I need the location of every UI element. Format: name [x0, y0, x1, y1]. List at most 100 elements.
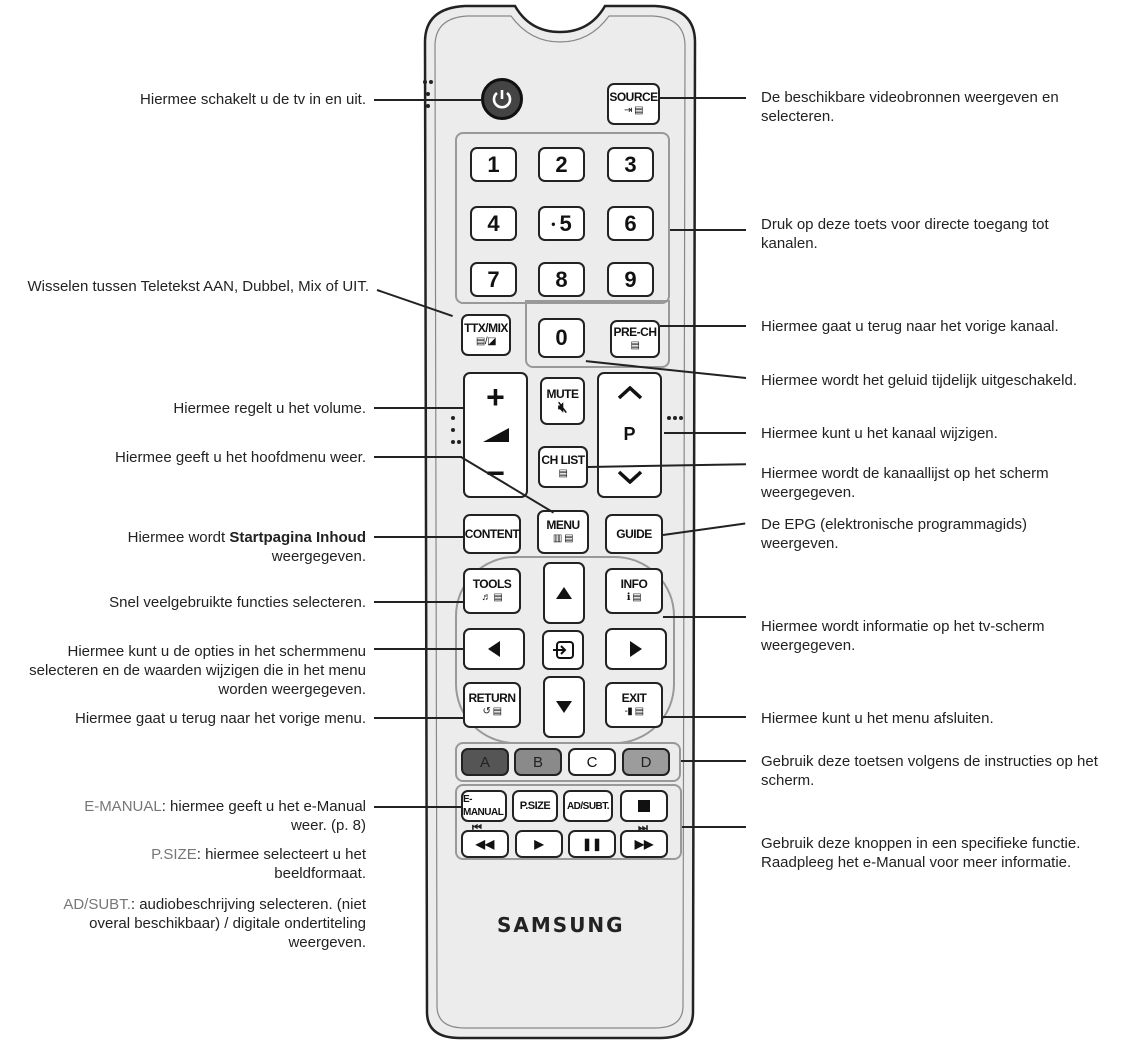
leader-colors: [681, 760, 746, 762]
color-key-d[interactable]: D: [622, 748, 670, 776]
leader-menu: [374, 456, 462, 458]
channel-down-icon: [617, 470, 642, 484]
leader-return: [374, 717, 464, 719]
label-ttx: Wisselen tussen Teletekst AAN, Dubbel, M…: [27, 278, 369, 295]
leader-function: [374, 806, 462, 808]
enter-button[interactable]: [542, 630, 584, 670]
label-numbers: Druk op deze toets voor directe toegang …: [761, 216, 1049, 252]
fast-forward-icon: ▶▶: [634, 837, 654, 851]
leader-info: [663, 616, 746, 618]
return-icon: ↺ ▤: [482, 706, 502, 717]
leader-exit: [663, 716, 746, 718]
pre-ch-button[interactable]: PRE-CH▤: [610, 320, 660, 358]
label-tools: Snel veelgebruikte functies selecteren.: [109, 594, 366, 611]
samsung-logo: SAMSUNG: [497, 913, 625, 937]
leader-tools: [374, 601, 464, 603]
menu-grid-icon: ▥ ▤: [552, 533, 574, 544]
next-track-icon: ⏭: [638, 822, 648, 834]
previous-track-icon: ⏮: [472, 822, 482, 834]
source-button[interactable]: SOURCE ⇥ ▤: [607, 83, 660, 125]
leader-prech: [660, 325, 746, 327]
prech-zero-group: [525, 300, 670, 368]
label-psize: P.SIZE: hiermee selecteert u het beeldfo…: [151, 846, 366, 882]
exit-button[interactable]: EXIT-▮ ▤: [605, 682, 663, 728]
tools-icon: ♬ ▤: [481, 592, 503, 603]
source-icon: ⇥ ▤: [623, 105, 644, 116]
channel-rocker[interactable]: P: [597, 372, 662, 498]
label-mute: Hiermee wordt het geluid tijdelijk uitge…: [761, 372, 1077, 389]
pause-button[interactable]: ❚❚: [568, 830, 616, 858]
left-arrow-button[interactable]: [463, 628, 525, 670]
leader-source: [660, 97, 746, 99]
p-size-button[interactable]: P.SIZE: [512, 790, 558, 822]
key-1[interactable]: 1: [470, 147, 517, 182]
stop-button[interactable]: [620, 790, 668, 822]
leader-media: [682, 826, 746, 828]
color-key-a[interactable]: A: [461, 748, 509, 776]
exit-icon: -▮ ▤: [624, 706, 644, 717]
label-emanual: E-MANUAL: hiermee geeft u het e-Manual w…: [84, 798, 366, 834]
ttx-mix-button[interactable]: TTX/MIX▤/◪: [461, 314, 511, 356]
function-keys-group: [455, 784, 682, 860]
up-arrow-button[interactable]: [543, 562, 585, 624]
fast-forward-button[interactable]: ▶▶: [620, 830, 668, 858]
power-icon: [492, 90, 512, 109]
label-power: Hiermee schakelt u de tv in en uit.: [140, 91, 366, 108]
rewind-button[interactable]: ◀◀: [461, 830, 509, 858]
mute-button[interactable]: MUTE🔇︎: [540, 377, 585, 425]
leader-content: [374, 536, 464, 538]
leader-channel: [664, 432, 746, 434]
key-2[interactable]: 2: [538, 147, 585, 182]
enter-icon: [553, 641, 574, 659]
power-button[interactable]: [481, 78, 523, 120]
key-6[interactable]: 6: [607, 206, 654, 241]
channel-up-icon: [617, 386, 642, 400]
rewind-icon: ◀◀: [475, 837, 495, 851]
play-icon: ▶: [534, 837, 544, 851]
label-media: Gebruik deze knoppen in een specifieke f…: [761, 835, 1081, 871]
key-9[interactable]: 9: [607, 262, 654, 297]
arrow-down-icon: [556, 701, 572, 713]
mute-icon: 🔇︎: [558, 399, 567, 416]
label-colors: Gebruik deze toetsen volgens de instruct…: [761, 753, 1098, 789]
color-key-c[interactable]: C: [568, 748, 616, 776]
label-info: Hiermee wordt informatie op het tv-scher…: [761, 618, 1045, 654]
e-manual-button[interactable]: E-MANUAL: [461, 790, 507, 822]
label-exit: Hiermee kunt u het menu afsluiten.: [761, 710, 994, 727]
key-0[interactable]: 0: [538, 318, 585, 358]
label-prech: Hiermee gaat u terug naar het vorige kan…: [761, 318, 1059, 335]
key-4[interactable]: 4: [470, 206, 517, 241]
label-adsubt: AD/SUBT.: audiobeschrijving selecteren. …: [63, 896, 366, 951]
volume-plus-icon: +: [486, 379, 505, 415]
content-button[interactable]: CONTENT: [463, 514, 521, 554]
play-button[interactable]: ▶: [515, 830, 563, 858]
label-arrows: Hiermee kunt u de opties in het schermme…: [29, 643, 366, 698]
color-keys-group: [455, 742, 681, 782]
down-arrow-button[interactable]: [543, 676, 585, 738]
teletext-icon: ▤/◪: [475, 336, 497, 347]
key-5[interactable]: •5: [538, 206, 585, 241]
key-8[interactable]: 8: [538, 262, 585, 297]
leader-numbers: [670, 229, 746, 231]
menu-button[interactable]: MENU▥ ▤: [537, 510, 589, 554]
return-button[interactable]: RETURN↺ ▤: [463, 682, 521, 728]
ad-subt-button[interactable]: AD/SUBT.: [563, 790, 613, 822]
number-pad-group: [455, 132, 670, 304]
right-arrow-button[interactable]: [605, 628, 667, 670]
guide-button[interactable]: GUIDE: [605, 514, 663, 554]
label-return: Hiermee gaat u terug naar het vorige men…: [75, 710, 366, 727]
tools-button[interactable]: TOOLS♬ ▤: [463, 568, 521, 614]
key-3[interactable]: 3: [607, 147, 654, 182]
color-key-b[interactable]: B: [514, 748, 562, 776]
label-channel: Hiermee kunt u het kanaal wijzigen.: [761, 425, 998, 442]
stop-icon: [638, 800, 650, 812]
key-7[interactable]: 7: [470, 262, 517, 297]
label-volume: Hiermee regelt u het volume.: [173, 400, 366, 417]
label-chlist: Hiermee wordt de kanaallijst op het sche…: [761, 465, 1049, 501]
leader-arrows: [374, 648, 464, 650]
label-menu: Hiermee geeft u het hoofdmenu weer.: [115, 449, 366, 466]
label-source: De beschikbare videobronnen weergeven en…: [761, 89, 1059, 125]
pause-icon: ❚❚: [581, 837, 603, 851]
ch-list-button[interactable]: CH LIST▤: [538, 446, 588, 488]
